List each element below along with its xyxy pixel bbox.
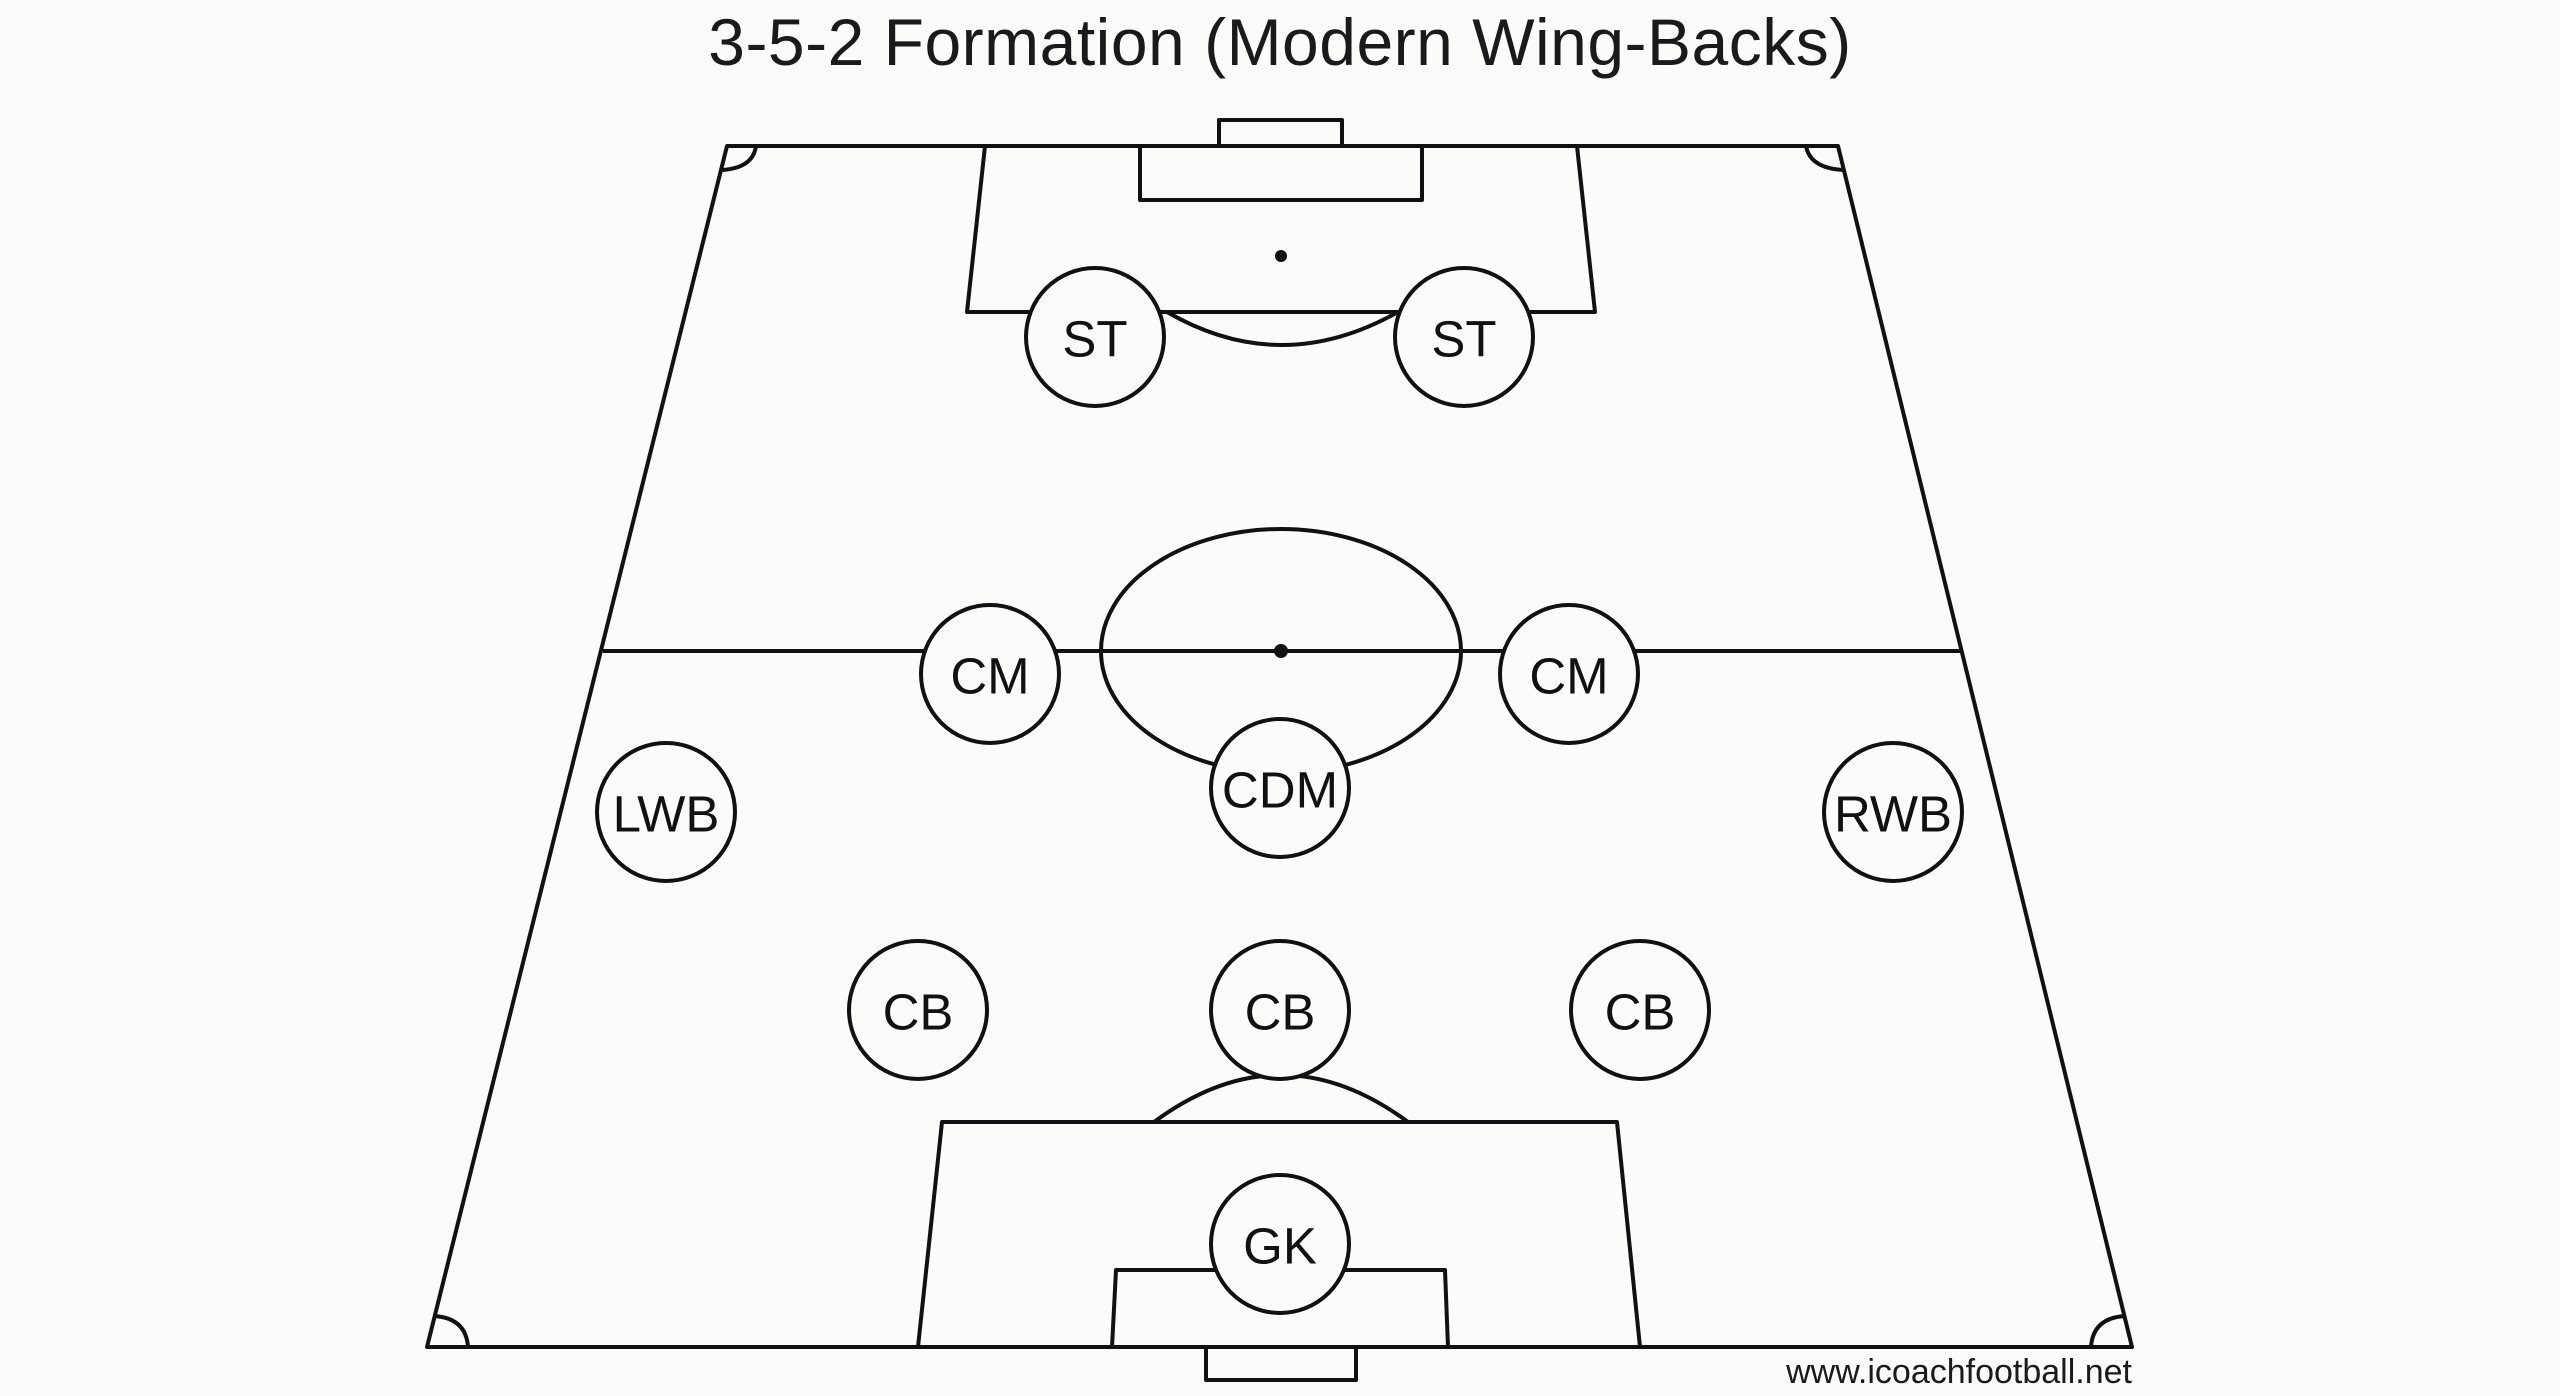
player-label: ST <box>1062 311 1127 368</box>
corner-arc-top-left <box>721 145 758 172</box>
corner-arc-top-right <box>1804 145 1844 172</box>
player-label: CB <box>883 984 954 1041</box>
player-cm-right: CM <box>1498 603 1640 745</box>
player-cb-right: CB <box>1569 939 1711 1081</box>
player-cm-left: CM <box>919 603 1061 745</box>
player-st-right: ST <box>1393 266 1535 408</box>
player-label: CB <box>1245 984 1316 1041</box>
player-rwb: RWB <box>1822 741 1964 883</box>
players: ST ST CM CM LWB CDM RWB CB <box>595 266 1964 1315</box>
player-label: CM <box>950 648 1029 705</box>
player-marker <box>1822 741 1964 883</box>
top-six-yard-box <box>1138 146 1424 202</box>
player-cb-left: CB <box>847 939 989 1081</box>
player-cb-center: CB <box>1209 939 1351 1081</box>
top-penalty-arc <box>1165 310 1399 347</box>
corner-arc-bottom-right <box>2089 1314 2126 1348</box>
player-label: ST <box>1431 311 1496 368</box>
player-marker <box>595 741 737 883</box>
player-label: LWB <box>613 786 720 843</box>
player-label: RWB <box>1834 786 1952 843</box>
player-marker <box>1209 717 1351 859</box>
watermark: www.icoachfootball.net <box>1786 1353 2132 1391</box>
player-cdm: CDM <box>1209 717 1351 859</box>
player-label: CDM <box>1222 762 1338 819</box>
player-label: GK <box>1243 1218 1317 1275</box>
player-marker <box>1393 266 1535 408</box>
pitch-outline <box>425 144 2134 1349</box>
player-marker <box>1209 1173 1351 1315</box>
player-label: CM <box>1529 648 1608 705</box>
player-lwb: LWB <box>595 741 737 883</box>
bottom-penalty-area <box>916 1120 1642 1348</box>
player-gk: GK <box>1209 1173 1351 1315</box>
bottom-penalty-arc <box>1152 1073 1410 1124</box>
player-st-left: ST <box>1024 266 1166 408</box>
diagram-title: 3-5-2 Formation (Modern Wing-Backs) <box>708 5 1852 79</box>
center-spot <box>1274 644 1288 658</box>
player-marker <box>919 603 1061 745</box>
top-penalty-area <box>965 145 1597 314</box>
top-goal <box>1217 118 1344 148</box>
player-marker <box>1024 266 1166 408</box>
corner-arc-bottom-left <box>433 1314 470 1348</box>
player-label: CB <box>1605 984 1676 1041</box>
player-marker <box>1498 603 1640 745</box>
player-marker <box>847 939 989 1081</box>
player-marker <box>1209 939 1351 1081</box>
player-marker <box>1569 939 1711 1081</box>
bottom-goal <box>1204 1345 1358 1382</box>
top-penalty-spot <box>1275 250 1287 262</box>
